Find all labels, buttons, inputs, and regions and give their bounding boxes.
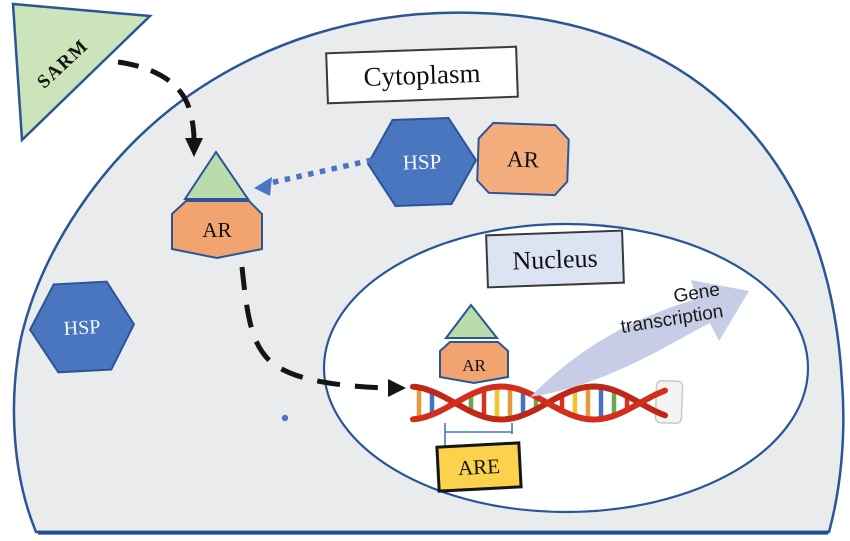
- sarm-entry-arrow: [117, 59, 197, 141]
- nucleus-label-text: Nucleus: [512, 244, 598, 276]
- sarm-triangle: [11, 2, 153, 143]
- small-dot: [281, 414, 289, 422]
- hsp-release-arrow: [269, 157, 373, 186]
- nuclear-translocation-arrow: [239, 266, 389, 391]
- ar-nucleus-box: [439, 341, 509, 385]
- hsp-released-hexagon: HSP: [28, 280, 136, 374]
- hsp-released-label: HSP: [63, 316, 101, 340]
- nuclear-translocation-arrowhead: [388, 379, 406, 397]
- ar-cytoplasm-box: [171, 200, 263, 260]
- ar-chaperoned-box: AR: [476, 121, 570, 197]
- ar-chaperoned-label: AR: [507, 146, 540, 172]
- gene-transcription-arrow: [530, 280, 749, 397]
- nucleus-label: Nucleus: [485, 229, 625, 289]
- are-label: ARE: [457, 454, 500, 480]
- sarm-ligand-triangle-cytoplasm: [183, 150, 250, 200]
- ar-nucleus-label: AR: [462, 356, 486, 375]
- dna-end-cap: [654, 379, 684, 425]
- dna-strand-front: [410, 383, 668, 423]
- hsp-chaperone-label: HSP: [402, 149, 441, 174]
- cytoplasm-label-text: Cytoplasm: [363, 58, 481, 92]
- sarm-ligand-triangle-nucleus: [443, 303, 500, 339]
- ar-cytoplasm-label: AR: [202, 218, 231, 242]
- cytoplasm-label: Cytoplasm: [325, 45, 519, 105]
- are-bracket: [444, 423, 513, 447]
- hsp-release-arrowhead: [254, 177, 272, 196]
- dna-helix: [410, 379, 684, 425]
- hsp-chaperone-hexagon: HSP: [366, 117, 478, 207]
- sarm-entry-arrowhead: [185, 138, 203, 157]
- are-box: ARE: [435, 441, 523, 493]
